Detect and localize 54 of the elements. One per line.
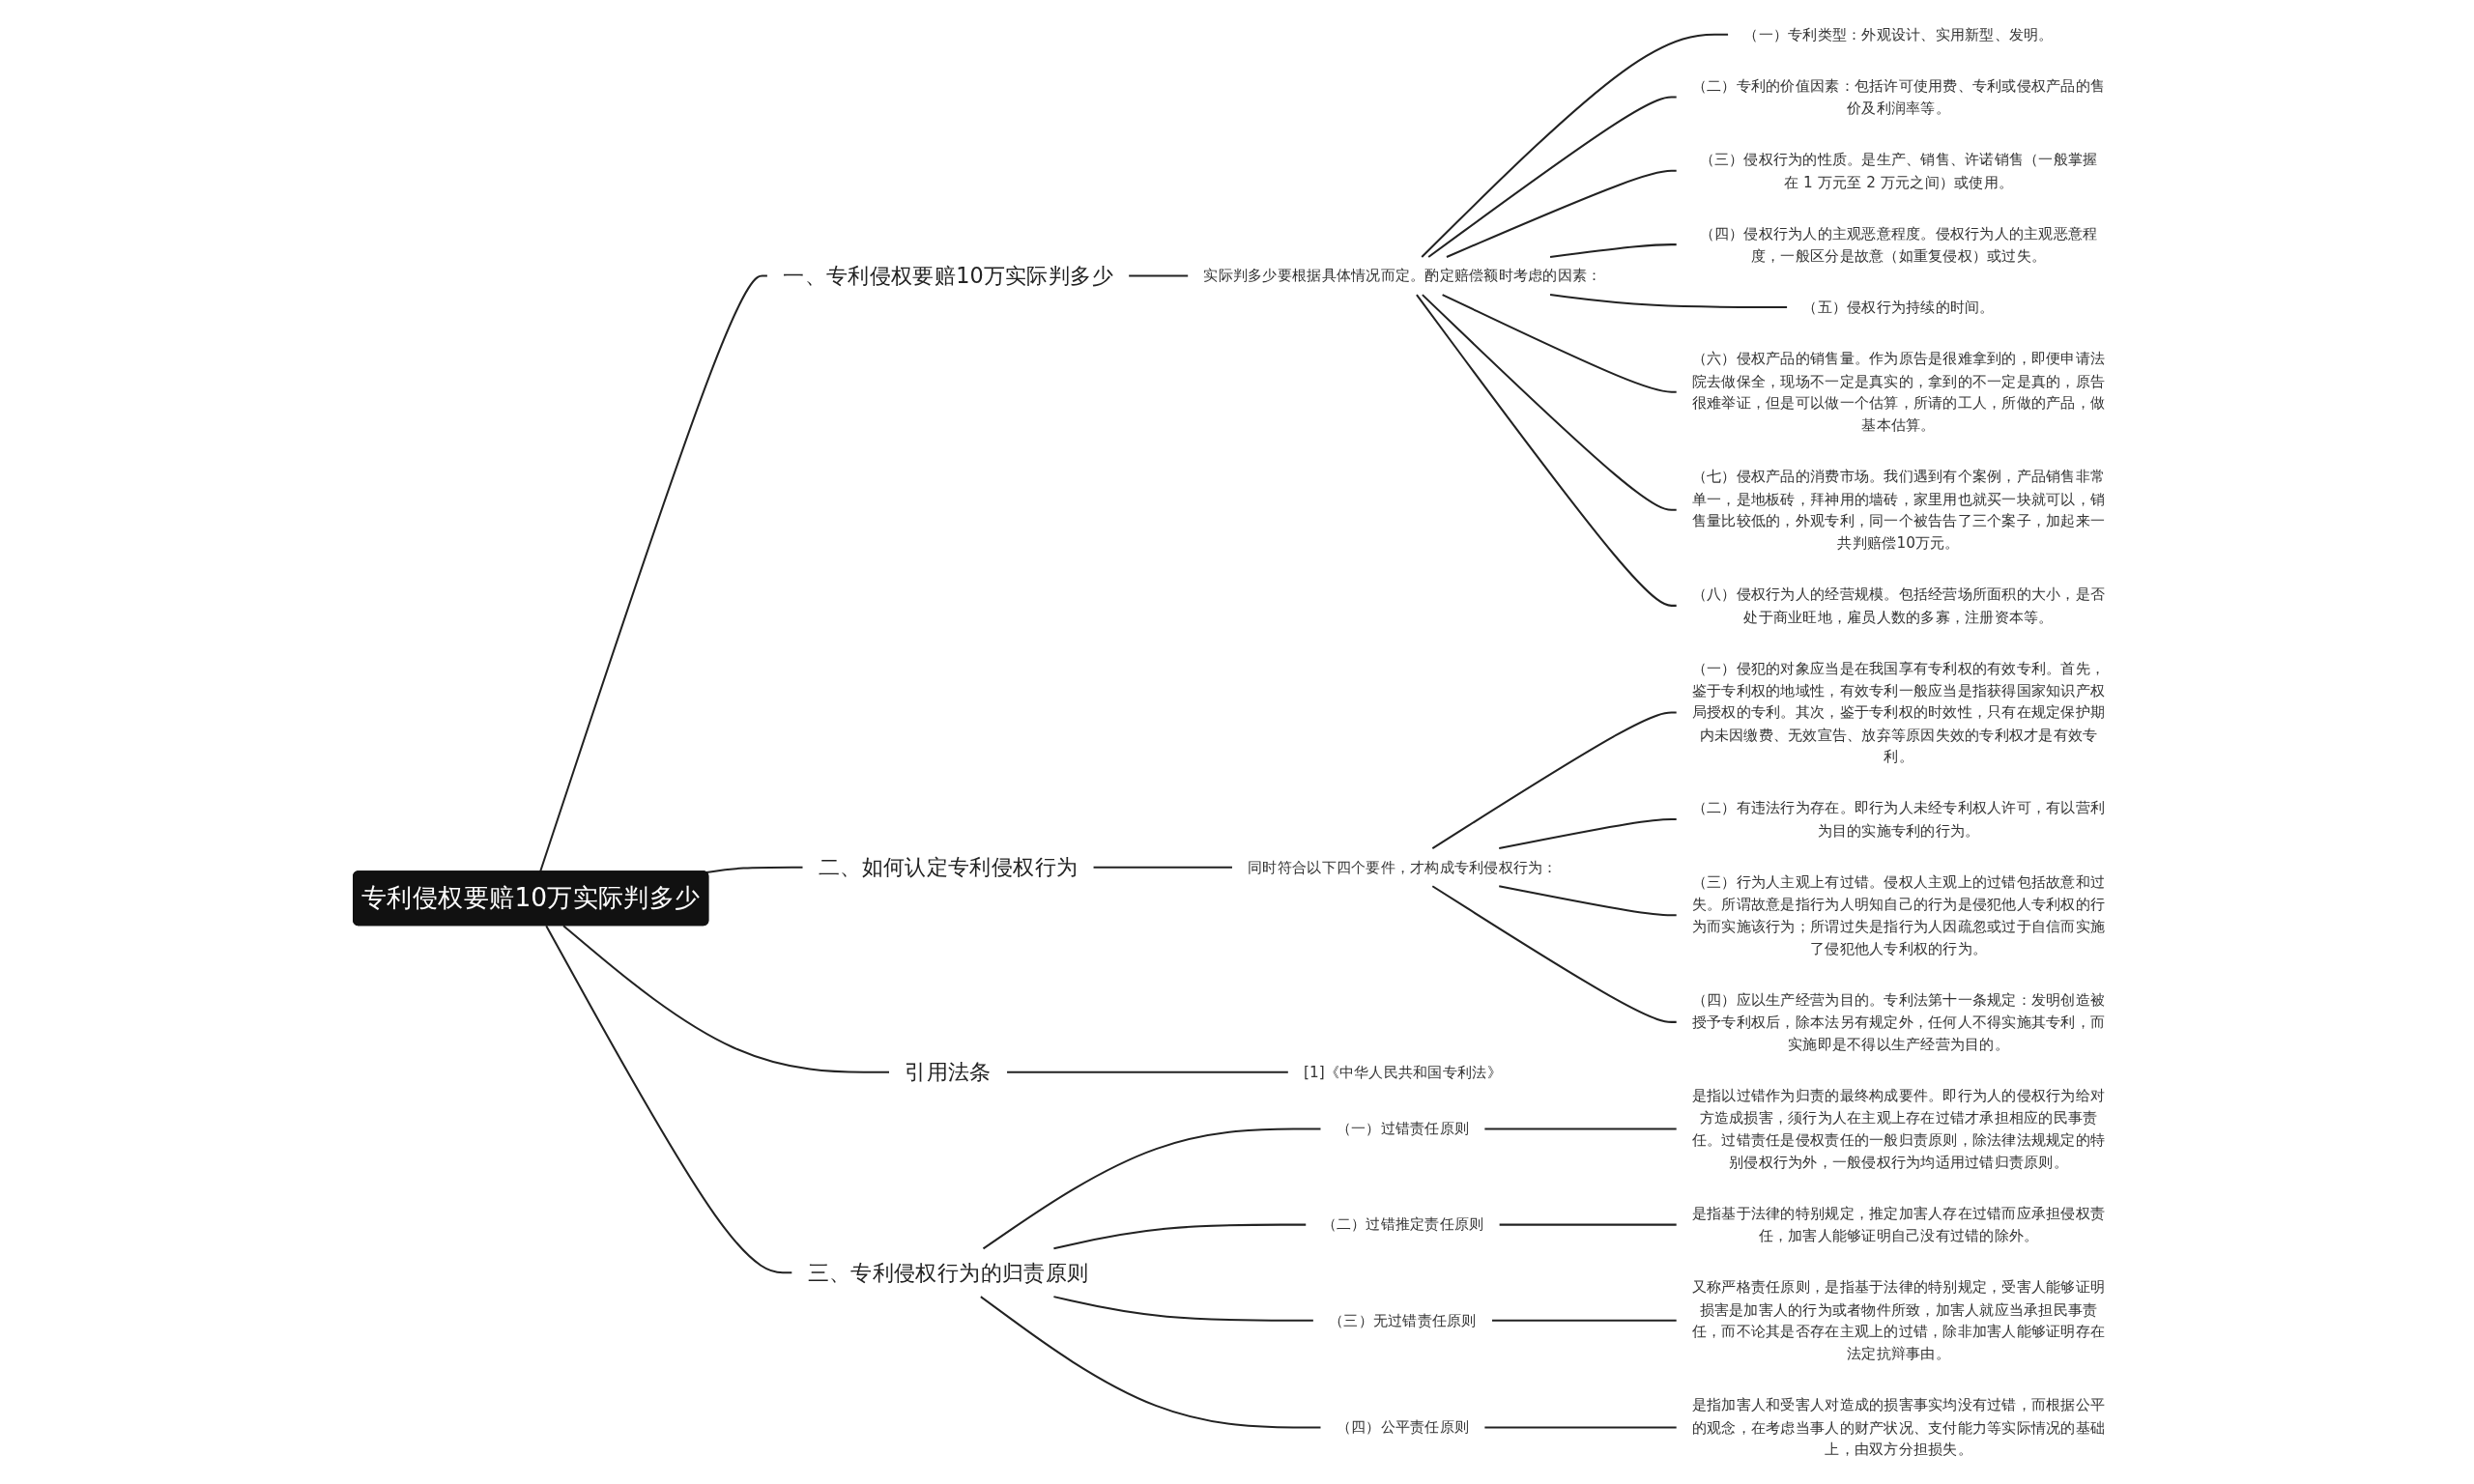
connector — [1421, 33, 1729, 258]
connector — [1427, 96, 1677, 258]
node-text: （二）专利的价值因素：包括许可使用费、专利或侵权产品的售价及利润率等。 — [1691, 76, 2106, 117]
connector — [1499, 818, 1677, 850]
connector — [1499, 885, 1677, 917]
connector — [545, 925, 792, 1274]
node-text: （二）过错推定责任原则 — [1321, 1215, 1484, 1234]
node-text: （二）有违法行为存在。即行为人未经专利权人许可，有以营利为目的实施专利的行为。 — [1691, 799, 2106, 840]
connector — [1053, 1296, 1313, 1322]
node-text: （四）应以生产经营为目的。专利法第十一条规定：发明创造被授予专利权后，除本法另有规定外，任何人不得实施其专利，而实施即是不得以生产经营为目的。 — [1691, 990, 2106, 1053]
connector — [1484, 1127, 1677, 1130]
connector — [1492, 1319, 1677, 1322]
node-text: 三、专利侵权行为的归责原则 — [807, 1260, 1089, 1285]
node-text: （三）无过错责任原则 — [1329, 1311, 1477, 1329]
node-text: 是指加害人和受害人对造成的损害事实均没有过错，而根据公平的观念，在考虑当事人的财产状况、支付能力等实际情况的基础上，由双方分担损失。 — [1691, 1396, 2106, 1459]
node-text: 一、专利侵权要赔10万实际判多少 — [783, 263, 1113, 289]
connector — [1431, 711, 1677, 849]
node-text: 又称严格责任原则，是指基于法律的特别规定，受害人能够证明损害是加害人的行为或者物件所致，加害人就应当承担民事责任，而不论其是否存在主观上的过错，除非加害人能够证明存在法定抗辩事由。 — [1691, 1278, 2106, 1363]
connector — [705, 866, 803, 874]
node-text: （六）侵权产品的销售量。作为原告是很难拿到的，即便申请法院去做保全，现场不一定是真实的，拿到的不一定是真的，原告很难举证，但是可以做一个估算，所请的工人，所做的产品，做基本估算。 — [1691, 349, 2106, 434]
node-text: （一）侵犯的对象应当是在我国享有专利权的有效专利。首先，鉴于专利权的地域性，有效专利一般应当是指获得国家知识产权局授权的专利。其次，鉴于专利权的时效性，只有在规定保护期内未因缴费、无效宣告、放弃等原因失效的专利权才是有效专利。 — [1691, 659, 2106, 766]
node-text: （一）专利类型：外观设计、实用新型、发明。 — [1743, 25, 2054, 43]
connector — [1053, 1223, 1307, 1250]
node-text: （五）侵权行为持续的时间。 — [1802, 298, 1995, 316]
node-text: 同时符合以下四个要件，才构成专利侵权行为： — [1248, 858, 1558, 876]
connector — [1549, 294, 1788, 308]
node-text: （八）侵权行为人的经营规模。包括经营场所面积的大小，是否处于商业旺地，雇员人数的多寡，注册资本等。 — [1691, 585, 2106, 626]
node-text: （三）行为人主观上有过错。侵权人主观上的过错包括故意和过失。所谓故意是指行为人明知自己的行为是侵犯他人专利权的行为而实施该行为；所谓过失是指行为人因疏忽或过于自信而实施了侵犯他人专利权的行为。 — [1691, 872, 2106, 957]
node-text: 二、如何认定专利侵权行为 — [818, 854, 1079, 880]
connector — [1416, 294, 1677, 607]
connector — [562, 925, 889, 1073]
node-text: （四）侵权行为人的主观恶意程度。侵权行为人的主观恶意程度，一般区分是故意（如重复侵权）或过失。 — [1699, 224, 2098, 265]
node-text: 实际判多少要根据具体情况而定。酌定赔偿额时考虑的因素： — [1203, 267, 1602, 285]
connector — [1484, 1426, 1677, 1429]
node-text: （七）侵权产品的消费市场。我们遇到有个案例，产品销售非常单一，是地板砖，拜神用的墙砖，家里用也就买一块就可以，销售量比较低的，外观专利，同一个被告告了三个案子，加起来一共判赔偿10万元。 — [1691, 467, 2106, 552]
node-text: （一）过错责任原则 — [1336, 1120, 1470, 1138]
connector — [1446, 169, 1677, 258]
connector — [1093, 866, 1232, 869]
connector — [1007, 1070, 1288, 1073]
node-text: 引用法条 — [905, 1060, 992, 1085]
connector — [982, 1127, 1321, 1250]
node-text: （三）侵权行为的性质。是生产、销售、许诺销售（一般掌握在 1 万元至 2 万元之间）或使用。 — [1699, 150, 2098, 191]
connector — [539, 274, 767, 872]
connector — [1499, 1223, 1677, 1226]
node-text: （四）公平责任原则 — [1336, 1417, 1470, 1437]
connector — [1431, 885, 1677, 1023]
connector — [1549, 243, 1677, 258]
node-text: 是指基于法律的特别规定，推定加害人存在过错而应承担侵权责任，加害人能够证明自己没有过错的除外。 — [1691, 1204, 2106, 1244]
node-text: [1]《中华人民共和国专利法》 — [1304, 1063, 1502, 1081]
connector — [980, 1296, 1321, 1429]
node-text: 是指以过错作为归责的最终构成要件。即行为人的侵权行为给对方造成损害，须行为人在主观上存在过错才承担相应的民事责任。过错责任是侵权责任的一般归责原则，除法律法规规定的特别侵权行为外，一般侵权行为均适用过错归责原则。 — [1691, 1086, 2106, 1171]
connector — [1422, 294, 1677, 511]
connector — [1442, 294, 1677, 393]
connector — [1129, 274, 1189, 277]
